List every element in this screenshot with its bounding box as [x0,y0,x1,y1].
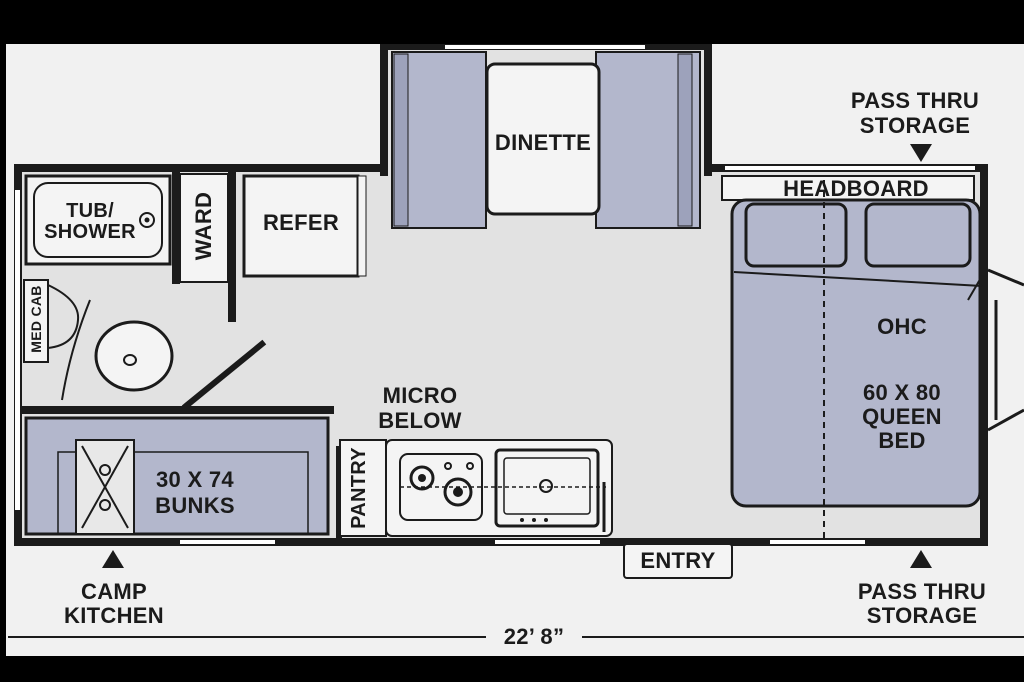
windows [15,45,975,544]
bathroom-group [23,174,174,401]
bunks-group [22,406,334,536]
label-bed-queen: QUEEN [862,404,942,429]
label-dinette: DINETTE [494,130,592,155]
label-pass-thru-storage-top-line1: PASS THRU [850,88,980,113]
label-tub-shower-line2: SHOWER [44,221,136,243]
label-med-cab: MED CAB [28,285,44,353]
label-ohc: OHC [877,314,927,339]
label-entry: ENTRY [640,548,716,573]
label-camp-kitchen-line2: KITCHEN [64,603,164,628]
bed-group [721,175,983,538]
label-ward: WARD [191,191,216,261]
label-tub-shower-line1: TUB/ [66,200,114,222]
label-bunks: BUNKS [155,493,235,518]
label-bed-size: 60 X 80 [863,380,941,405]
label-pass-thru-storage-top-line2: STORAGE [859,113,971,138]
kitchen-group [336,439,613,540]
label-pass-thru-storage-bottom-line2: STORAGE [866,603,978,628]
label-length-dimension: 22’ 8” [503,624,565,649]
label-bunks-size: 30 X 74 [156,467,234,492]
dinette-group [391,51,701,229]
hitch [987,268,1024,432]
label-bed-bed: BED [878,428,926,453]
entry-box [623,543,733,579]
label-micro-line1: MICRO [382,383,458,408]
label-micro-line2: BELOW [378,408,462,433]
storage-arrows [102,144,932,568]
label-pantry: PANTRY [348,447,370,529]
label-headboard: HEADBOARD [783,176,929,201]
label-refer: REFER [262,210,340,235]
bath-door [181,339,267,411]
ward-refer-group [172,172,367,322]
label-camp-kitchen-line1: CAMP [81,579,147,604]
label-pass-thru-storage-bottom-line1: PASS THRU [857,579,987,604]
